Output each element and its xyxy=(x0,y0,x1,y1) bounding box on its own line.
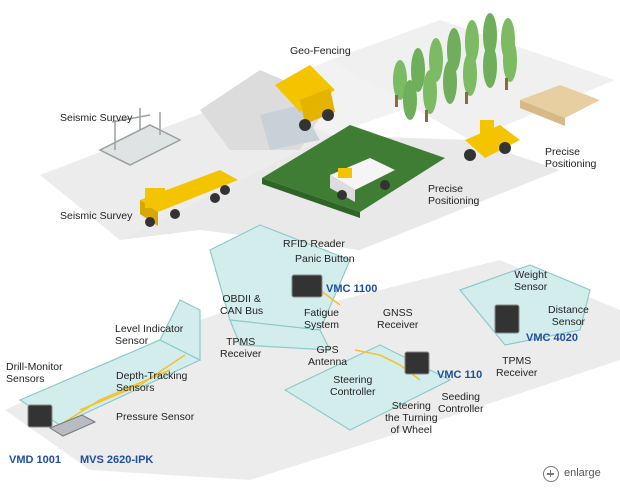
label-tpms-right: TPMS Receiver xyxy=(496,355,538,379)
wheel-loader xyxy=(464,120,520,161)
label-obdii-can: OBDII & CAN Bus xyxy=(220,293,264,317)
label-seismic-survey-top: Seismic Survey xyxy=(60,112,133,124)
product-mvs2620: MVS 2620-IPK xyxy=(80,454,154,466)
label-distance-sensor: Distance Sensor xyxy=(548,304,589,328)
combine-harvester xyxy=(330,158,395,202)
product-vmc110: VMC 110 xyxy=(437,369,483,381)
wireframe-vehicles xyxy=(18,224,591,431)
dump-truck xyxy=(275,65,335,131)
seismic-truck xyxy=(140,170,238,227)
label-seeding-controller: Seeding Controller xyxy=(438,391,484,415)
product-vmc1100: VMC 1100 xyxy=(326,283,378,295)
enlarge-button[interactable]: enlarge xyxy=(543,466,620,486)
label-steering-turning: Steering the Turning of Wheel xyxy=(385,400,438,436)
lower-platform xyxy=(5,260,620,480)
label-gps-antenna: GPS Antenna xyxy=(308,344,348,368)
product-vmc4020: VMC 4020 xyxy=(526,332,578,344)
label-seismic-survey-bottom: Seismic Survey xyxy=(60,210,133,222)
label-weight-sensor: Weight Sensor xyxy=(514,269,548,293)
zoom-in-icon xyxy=(543,466,559,482)
label-tpms-left: TPMS Receiver xyxy=(220,336,262,360)
label-drill-monitor: Drill-Monitor Sensors xyxy=(6,361,63,385)
devices xyxy=(27,274,520,437)
label-pressure-sensor: Pressure Sensor xyxy=(116,411,195,423)
label-panic-button: Panic Button xyxy=(295,253,355,265)
label-precise-positioning-center: Precise Positioning xyxy=(428,183,480,207)
label-fatigue-system: Fatigue System xyxy=(304,307,340,331)
label-level-indicator: Level Indicator Sensor xyxy=(115,323,184,347)
label-precise-positioning-right: Precise Positioning xyxy=(545,146,597,170)
label-steering-controller: Steering Controller xyxy=(330,374,376,398)
derrick xyxy=(98,108,182,166)
label-gnss-receiver: GNSS Receiver xyxy=(377,307,419,331)
enlarge-label: enlarge xyxy=(564,467,601,479)
forest xyxy=(393,13,517,122)
label-depth-tracking: Depth-Tracking Sensors xyxy=(116,370,188,394)
product-vmd1001: VMD 1001 xyxy=(9,454,61,466)
log-pile xyxy=(520,85,600,126)
label-geo-fencing: Geo-Fencing xyxy=(290,45,351,57)
label-rfid-reader: RFID Reader xyxy=(283,238,345,250)
